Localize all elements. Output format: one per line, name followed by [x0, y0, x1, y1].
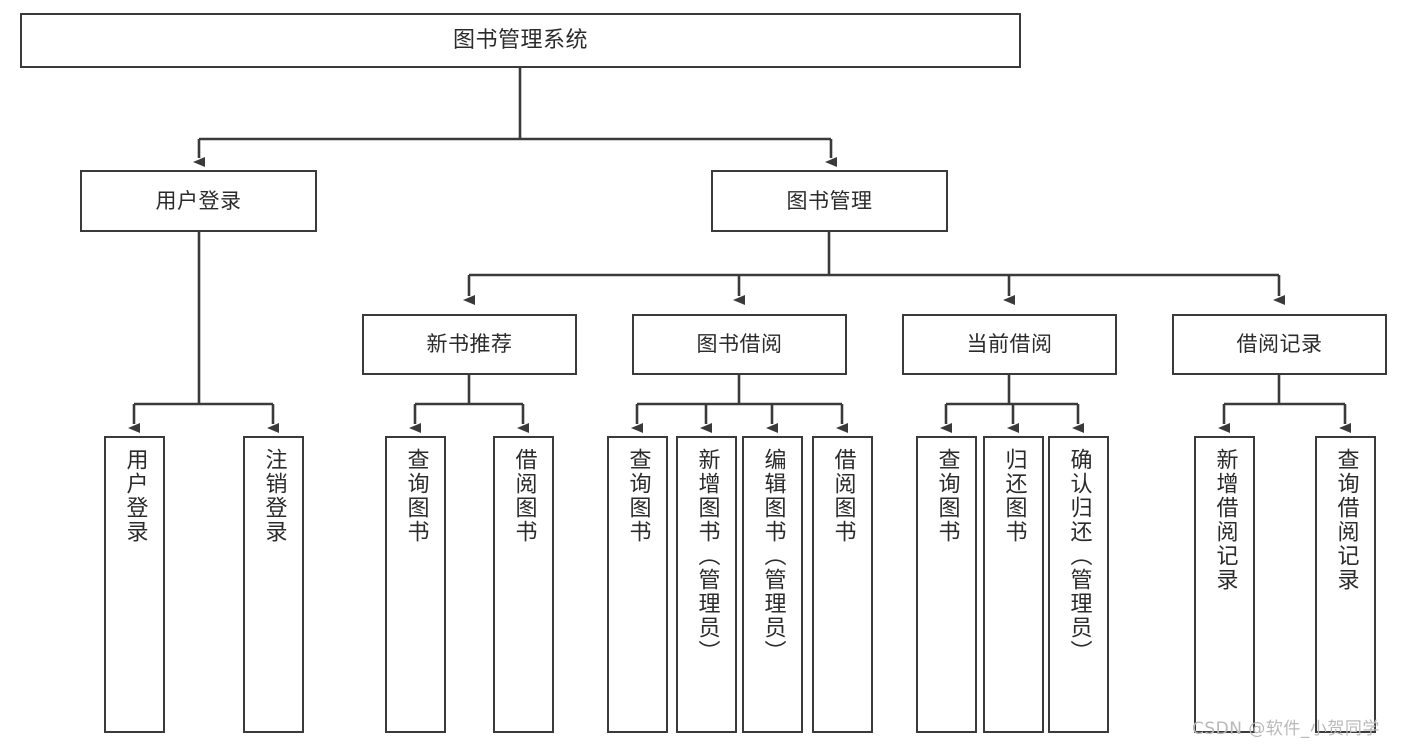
leaf-label: 借阅图书 [830, 448, 856, 544]
node-book-borrow[interactable]: 图书借阅 [632, 314, 847, 375]
leaf-current-confirm-return-admin[interactable]: 确认归还（管理员） [1048, 436, 1109, 733]
node-book-management-label: 图书管理 [786, 188, 873, 213]
leaf-borrow-borrow-book[interactable]: 借阅图书 [812, 436, 873, 733]
node-current-borrow-label: 当前借阅 [966, 332, 1053, 357]
node-new-book-recommend[interactable]: 新书推荐 [362, 314, 577, 375]
leaf-recommend-query-book[interactable]: 查询图书 [385, 436, 446, 733]
leaf-label: 新增借阅记录 [1212, 448, 1238, 592]
leaf-label: 注销登录 [261, 448, 287, 544]
leaf-label: 查询图书 [934, 448, 960, 544]
leaf-current-query-book[interactable]: 查询图书 [916, 436, 977, 733]
leaf-label: 新增图书（管理员） [694, 448, 720, 664]
node-user-login-label: 用户登录 [155, 188, 242, 213]
node-root[interactable]: 图书管理系统 [20, 13, 1021, 68]
node-root-label: 图书管理系统 [452, 27, 588, 53]
leaf-user-login-login[interactable]: 用户登录 [104, 436, 165, 733]
leaf-label: 查询图书 [625, 448, 651, 544]
leaf-label: 用户登录 [122, 448, 148, 544]
node-current-borrow[interactable]: 当前借阅 [902, 314, 1117, 375]
node-book-borrow-label: 图书借阅 [696, 332, 783, 357]
node-user-login[interactable]: 用户登录 [80, 170, 317, 232]
leaf-borrow-query-book[interactable]: 查询图书 [607, 436, 668, 733]
leaf-current-return-book[interactable]: 归还图书 [983, 436, 1044, 733]
leaf-record-add-record[interactable]: 新增借阅记录 [1194, 436, 1255, 733]
leaf-label: 查询图书 [403, 448, 429, 544]
leaf-user-login-logout[interactable]: 注销登录 [243, 436, 304, 733]
node-new-book-recommend-label: 新书推荐 [426, 332, 513, 357]
leaf-borrow-add-book-admin[interactable]: 新增图书（管理员） [676, 436, 737, 733]
leaf-label: 查询借阅记录 [1333, 448, 1359, 592]
leaf-label: 编辑图书（管理员） [760, 448, 786, 664]
leaf-label: 确认归还（管理员） [1066, 448, 1092, 664]
csdn-watermark: CSDN @软件_小贺同学 [1192, 719, 1380, 739]
leaf-recommend-borrow-book[interactable]: 借阅图书 [493, 436, 554, 733]
leaf-label: 归还图书 [1001, 448, 1027, 544]
leaf-label: 借阅图书 [511, 448, 537, 544]
leaf-record-query-record[interactable]: 查询借阅记录 [1315, 436, 1376, 733]
node-borrow-record-label: 借阅记录 [1236, 332, 1323, 357]
node-borrow-record[interactable]: 借阅记录 [1172, 314, 1387, 375]
node-book-management[interactable]: 图书管理 [711, 170, 948, 232]
leaf-borrow-edit-book-admin[interactable]: 编辑图书（管理员） [742, 436, 803, 733]
